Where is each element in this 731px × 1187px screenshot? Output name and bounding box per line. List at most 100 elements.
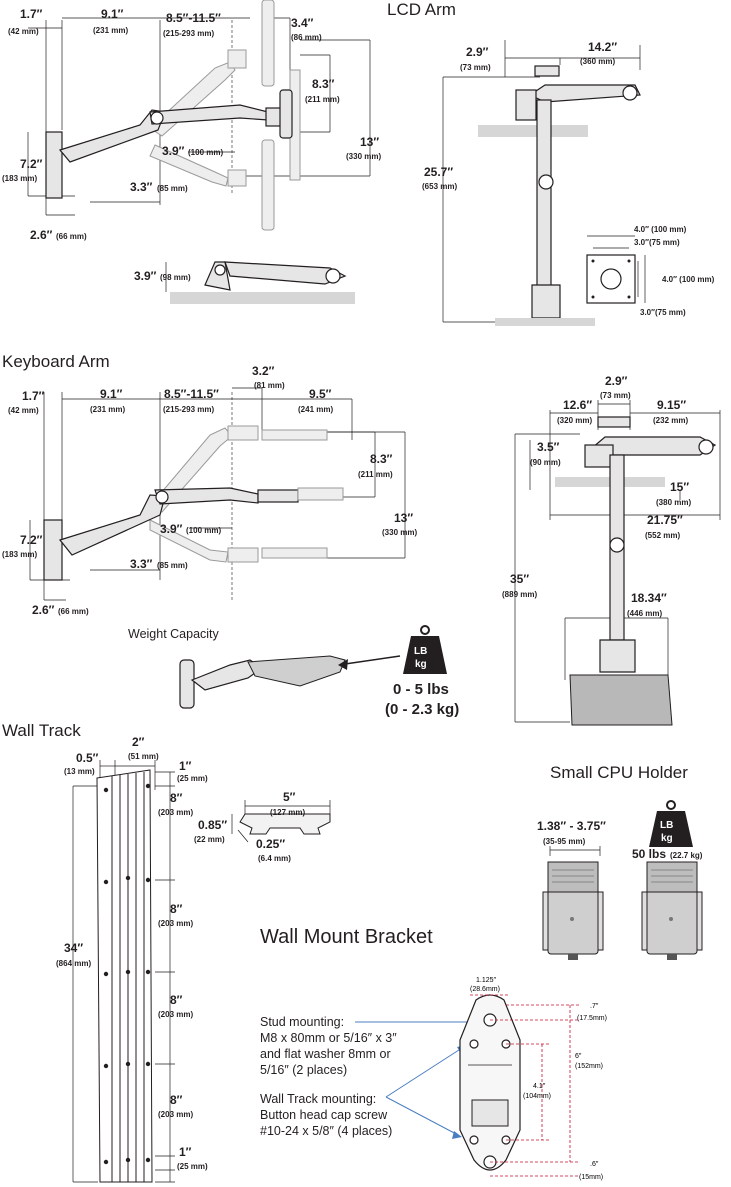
svg-text:kg: kg xyxy=(661,833,673,844)
bracket-dim-width: 1.125″ xyxy=(476,977,497,984)
wt-profile-0-25-mm: (6.4 mm) xyxy=(258,854,291,863)
bracket-stud-line-2: M8 x 80mm or 5/16″ x 3″ xyxy=(260,1031,397,1045)
wt-dim-0-5-mm: (13 mm) xyxy=(64,767,95,776)
kbf-dim-2-9-mm: (73 mm) xyxy=(600,391,631,400)
lcd-dim-7-2: 7.2″ xyxy=(20,157,43,171)
wt-dim-8-a-mm: (203 mm) xyxy=(158,808,193,817)
cpu-range: 1.38″ - 3.75″ xyxy=(537,819,606,833)
kbf-dim-15-mm: (380 mm) xyxy=(656,498,691,507)
small-cpu-holder-title: Small CPU Holder xyxy=(550,763,688,782)
lcd-arm-front-view: 2.9″ (73 mm) 14.2″ (360 mm) 25.7″ (653 m… xyxy=(422,40,641,326)
lcd-dim-clamp-mm: (98 mm) xyxy=(160,273,191,282)
lcd-dim-9-1-mm: (231 mm) xyxy=(93,26,128,35)
bracket-dim-0-7-mm: (17.5mm) xyxy=(577,1015,607,1022)
svg-text:LB: LB xyxy=(660,820,673,831)
kb-dim-13-mm: (330 mm) xyxy=(382,528,417,537)
wt-dim-34: 34″ xyxy=(64,941,83,955)
bracket-stud-line-1: Stud mounting: xyxy=(260,1015,344,1029)
kb-dim-2-6-mm: (66 mm) xyxy=(58,607,89,616)
kb-dim-1-7-mm: (42 mm) xyxy=(8,406,39,415)
lcd-dim-3-4: 3.4″ xyxy=(291,16,314,30)
lcd-dim-2-6-mm: (66 mm) xyxy=(56,232,87,241)
kbf-dim-21-75-mm: (552 mm) xyxy=(645,531,680,540)
wall-mount-bracket-title: Wall Mount Bracket xyxy=(260,926,433,948)
lcd-front-dim-25-7-mm: (653 mm) xyxy=(422,182,457,191)
bracket-dim-4-1-mm: (104mm) xyxy=(523,1093,551,1100)
cpu-tower-wide xyxy=(641,861,703,960)
lcd-front-dim-2-9: 2.9″ xyxy=(466,45,489,59)
lcd-dim-3-9: 3.9″ xyxy=(162,144,185,158)
lcd-front-dim-14-2-mm: (360 mm) xyxy=(580,57,615,66)
wt-dim-1-bottom-mm: (25 mm) xyxy=(177,1162,208,1171)
kbf-dim-2-9: 2.9″ xyxy=(605,374,628,388)
bracket-dim-4-1: 4.1″ xyxy=(533,1083,546,1090)
wt-dim-8-b: 8″ xyxy=(170,902,183,916)
lcd-arm-title: LCD Arm xyxy=(387,0,456,19)
kb-dim-13: 13″ xyxy=(394,511,413,525)
cpu-capacity: 50 lbs xyxy=(632,847,666,861)
bracket-stud-line-4: 5/16″ (2 places) xyxy=(260,1063,347,1077)
vesa-dim-b: 3.0″(75 mm) xyxy=(634,238,680,247)
wt-dim-1-top: 1″ xyxy=(179,759,192,773)
kbf-dim-15: 15″ xyxy=(670,480,689,494)
bracket-dim-0-6: .6″ xyxy=(590,1161,599,1168)
wt-dim-8-d: 8″ xyxy=(170,1093,183,1107)
wt-dim-8-b-mm: (203 mm) xyxy=(158,919,193,928)
bracket-dim-6-mm: (152mm) xyxy=(575,1063,603,1070)
kb-dim-9-1: 9.1″ xyxy=(100,387,123,401)
kb-dim-2-6: 2.6″ xyxy=(32,603,55,617)
kb-dim-9-5-mm: (241 mm) xyxy=(298,405,333,414)
vesa-dim-d: 3.0″(75 mm) xyxy=(640,308,686,317)
kbf-dim-12-6: 12.6″ xyxy=(563,398,592,412)
wt-dim-8-a: 8″ xyxy=(170,791,183,805)
wt-dim-0-5: 0.5″ xyxy=(76,751,99,765)
wall-mount-bracket-drawing: 1.125″ (28.6mm) .7″ (17.5mm) 6″ (152mm) … xyxy=(459,977,607,1181)
weight-range-kg: (0 - 2.3 kg) xyxy=(385,701,459,718)
bracket-track-line-3: #10-24 x 5/8″ (4 places) xyxy=(260,1124,392,1138)
wt-profile-5: 5″ xyxy=(283,790,296,804)
lcd-front-dim-2-9-mm: (73 mm) xyxy=(460,63,491,72)
wall-track-title: Wall Track xyxy=(2,721,81,740)
lcd-dim-7-2-mm: (183 mm) xyxy=(2,174,37,183)
lcd-front-dim-14-2: 14.2″ xyxy=(588,40,617,54)
svg-text:LB: LB xyxy=(414,646,427,657)
vesa-dim-c: 4.0″ (100 mm) xyxy=(662,275,715,284)
keyboard-arm-side-view: 1.7″ (42 mm) 9.1″ (231 mm) 8.5″-11.5″ (2… xyxy=(2,364,417,617)
vesa-plate: 4.0″ (100 mm) 3.0″(75 mm) 4.0″ (100 mm) … xyxy=(586,225,715,317)
kbf-dim-35: 35″ xyxy=(510,572,529,586)
small-cpu-holder: 1.38″ - 3.75″ (35-95 mm) LB kg 50 lbs (2… xyxy=(537,800,703,960)
kb-dim-reach-mm: (215-293 mm) xyxy=(163,405,214,414)
kbf-dim-12-6-mm: (320 mm) xyxy=(557,416,592,425)
lcd-arm-side-view: 1.7″ (42 mm) 9.1″ (231 mm) 8.5″-11.5″ (2… xyxy=(2,0,381,242)
bracket-dim-width-mm: (28.6mm) xyxy=(470,986,500,993)
bracket-dim-0-6-mm: (15mm) xyxy=(579,1174,603,1181)
kbf-dim-35-mm: (889 mm) xyxy=(502,590,537,599)
wt-dim-2: 2″ xyxy=(132,735,145,749)
kb-dim-7-2-mm: (183 mm) xyxy=(2,550,37,559)
lcd-dim-2-6: 2.6″ xyxy=(30,228,53,242)
kb-dim-7-2: 7.2″ xyxy=(20,533,43,547)
weight-badge-icon: LB kg xyxy=(403,625,447,674)
lcd-dim-reach-mm: (215-293 mm) xyxy=(163,29,214,38)
wt-dim-1-top-mm: (25 mm) xyxy=(177,774,208,783)
lcd-dim-reach: 8.5″-11.5″ xyxy=(166,11,221,25)
kb-dim-9-1-mm: (231 mm) xyxy=(90,405,125,414)
cpu-weight-badge-icon: LB kg xyxy=(649,800,693,847)
lcd-dim-3-3: 3.3″ xyxy=(130,180,153,194)
kb-dim-3-3: 3.3″ xyxy=(130,557,153,571)
kb-dim-3-9: 3.9″ xyxy=(160,522,183,536)
bracket-dim-0-7: .7″ xyxy=(590,1003,599,1010)
wt-profile-5-mm: (127 mm) xyxy=(270,808,305,817)
kb-dim-9-5: 9.5″ xyxy=(309,387,332,401)
lcd-dim-1-7-mm: (42 mm) xyxy=(8,27,39,36)
lcd-dim-8-3: 8.3″ xyxy=(312,77,335,91)
cpu-capacity-kg: (22.7 kg) xyxy=(670,851,703,860)
lcd-dim-3-4-mm: (86 mm) xyxy=(291,33,322,42)
kbf-dim-3-5-mm: (90 mm) xyxy=(530,458,561,467)
keyboard-arm-title: Keyboard Arm xyxy=(2,352,110,371)
bracket-track-line-1: Wall Track mounting: xyxy=(260,1092,376,1106)
kb-dim-reach: 8.5″-11.5″ xyxy=(164,387,219,401)
lcd-dim-13: 13″ xyxy=(360,135,379,149)
bracket-dim-6: 6″ xyxy=(575,1053,582,1060)
